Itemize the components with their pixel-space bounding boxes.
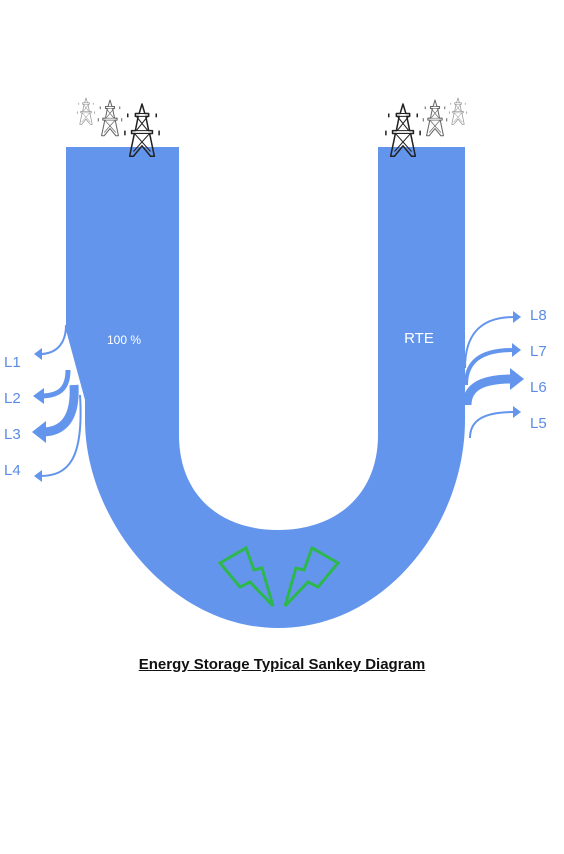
loss-l3-label: L3 bbox=[4, 426, 21, 443]
loss-l4-arrowhead bbox=[34, 470, 42, 482]
loss-l1-arrow bbox=[39, 324, 67, 355]
power-tower-icon bbox=[97, 99, 123, 137]
loss-l8-arrowhead bbox=[513, 311, 521, 323]
loss-l3-arrowhead bbox=[32, 421, 46, 443]
loss-arrows-left bbox=[32, 324, 82, 482]
loss-l6-label: L6 bbox=[530, 379, 547, 396]
loss-l8-arrow bbox=[464, 316, 515, 369]
loss-l2-label: L2 bbox=[4, 390, 21, 407]
loss-l5-arrowhead bbox=[513, 406, 521, 418]
loss-l2-arrow bbox=[39, 369, 71, 399]
loss-l1-label: L1 bbox=[4, 354, 21, 371]
loss-l2-arrowhead bbox=[33, 388, 44, 404]
loss-l7-label: L7 bbox=[530, 343, 547, 360]
loss-l6-arrow bbox=[462, 374, 513, 406]
loss-l5-label: L5 bbox=[530, 415, 547, 432]
loss-l4-arrow bbox=[39, 394, 82, 477]
loss-l3-arrow bbox=[41, 384, 79, 437]
power-tower-icon bbox=[448, 97, 468, 125]
loss-l4-label: L4 bbox=[4, 462, 21, 479]
power-tower-icon bbox=[76, 97, 96, 125]
loss-l8-label: L8 bbox=[530, 307, 547, 324]
input-percentage-label: 100 % bbox=[107, 333, 141, 347]
loss-l5-arrow bbox=[469, 411, 515, 439]
loss-arrows-right bbox=[462, 311, 524, 439]
loss-l7-arrowhead bbox=[512, 343, 521, 357]
power-tower-icon bbox=[422, 99, 448, 137]
loss-l1-arrowhead bbox=[34, 348, 42, 360]
diagram-title: Energy Storage Typical Sankey Diagram bbox=[138, 656, 426, 673]
main-flow-band bbox=[66, 147, 465, 628]
lightning-bolt-icon bbox=[217, 545, 341, 608]
loss-l7-arrow bbox=[464, 348, 514, 386]
output-rte-label: RTE bbox=[404, 330, 434, 347]
loss-l6-arrowhead bbox=[510, 368, 524, 390]
